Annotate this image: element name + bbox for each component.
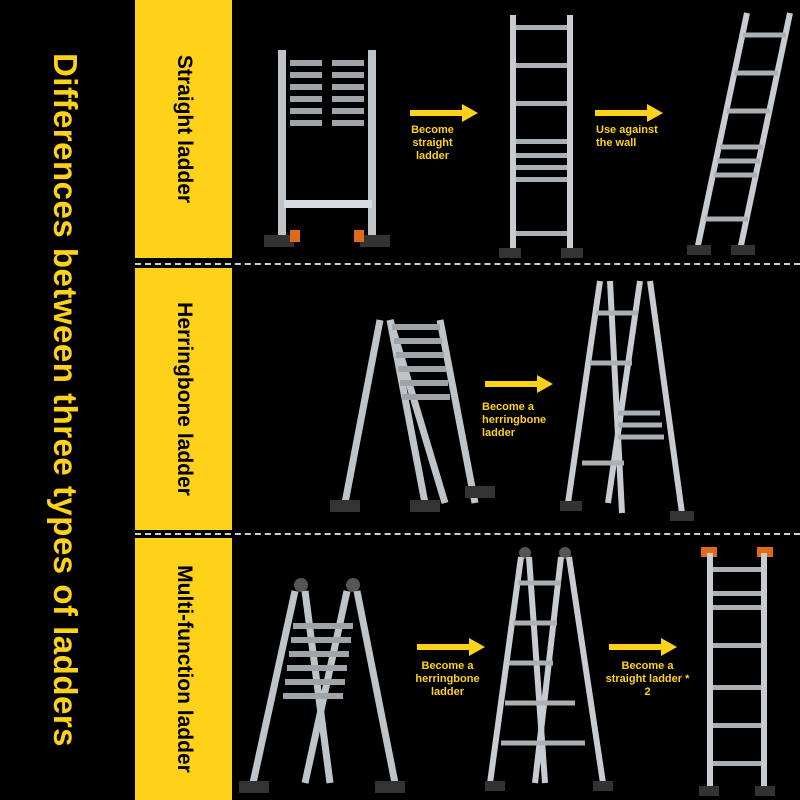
folded-herringbone-ladder-image [330,318,495,512]
row-label-multi-function: Multi-function ladder [135,538,232,800]
herringbone-ladder-image [560,280,694,521]
step-caption: Become a herringbone ladder [482,401,547,439]
row-label-herringbone: Herringbone ladder [135,268,232,530]
section-divider [135,533,800,535]
straight-ladder-image [499,15,583,258]
section-divider [135,263,800,265]
arrow-right-icon [410,104,478,122]
main-title-text: Differences between three types of ladde… [47,52,84,748]
folded-ladder-image [264,50,390,247]
row-herringbone-ladder: Herringbone ladder Become a herringbone … [135,268,800,530]
arrow-right-icon [485,375,553,393]
multi-function-herringbone-image [485,547,613,791]
row-multi-function-ladder: Multi-function ladder Become a herringbo… [135,538,800,800]
double-straight-ladder-image [699,547,775,796]
step-caption: Become a herringbone ladder [415,660,480,698]
arrow-right-icon [595,104,663,122]
arrow-right-icon [417,638,485,656]
main-title: Differences between three types of ladde… [10,0,120,800]
row-label-text: Herringbone ladder [172,302,196,496]
row-label-text: Multi-function ladder [172,565,196,773]
step-caption: Become a straight ladder * 2 [605,660,690,698]
leaning-ladder-image [687,12,793,255]
step-caption: Become straight ladder [411,124,454,162]
arrow-right-icon [609,638,677,656]
row-straight-ladder: Straight ladder Become straight ladder [135,0,800,262]
row-label-text: Straight ladder [172,54,196,204]
folded-multi-function-ladder-image [239,578,405,793]
step-caption: Use against the wall [596,124,658,149]
row-label-straight: Straight ladder [135,0,232,258]
